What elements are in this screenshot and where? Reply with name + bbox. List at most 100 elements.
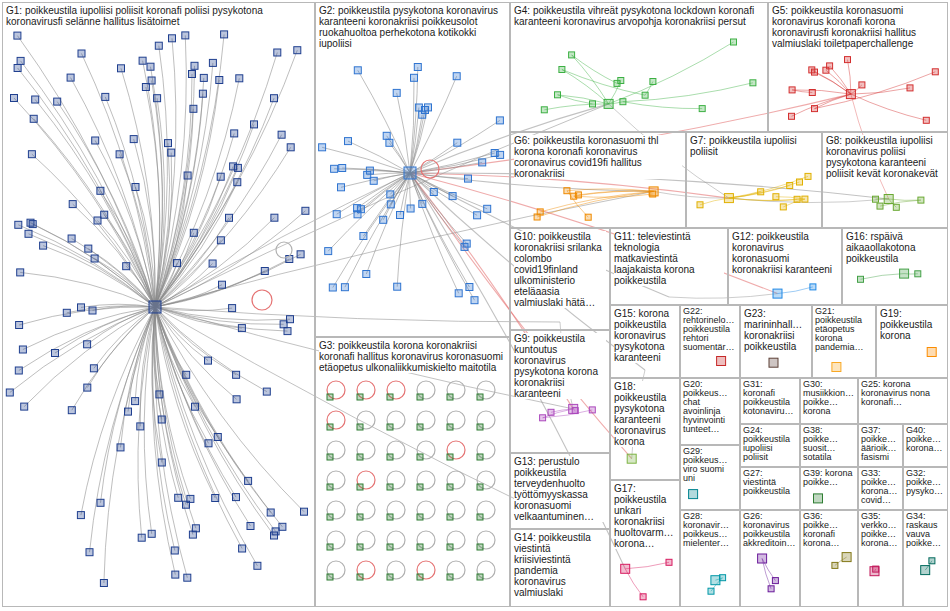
vertex	[25, 230, 32, 237]
vertex	[338, 184, 345, 191]
tie-line	[544, 104, 608, 110]
vertex	[139, 57, 146, 64]
vertex	[92, 137, 99, 144]
self-loop	[417, 411, 435, 429]
vertex	[893, 204, 899, 210]
vertex	[447, 394, 453, 400]
vertex	[233, 371, 240, 378]
vertex	[430, 189, 437, 196]
self-loop	[387, 531, 405, 549]
tie-line	[155, 307, 257, 566]
vertex	[172, 571, 179, 578]
vertex	[387, 574, 393, 580]
self-loop	[387, 561, 405, 579]
vertex	[233, 494, 240, 501]
tie-line	[155, 307, 251, 526]
group-label: G37: poikke… äärioik… fasismi	[861, 426, 900, 462]
vertex	[21, 403, 28, 410]
cross-link	[654, 191, 729, 198]
vertex	[280, 321, 287, 328]
vertex	[415, 104, 422, 111]
vertex	[77, 512, 84, 519]
vertex	[357, 424, 363, 430]
vertex	[261, 268, 268, 275]
vertex	[589, 407, 595, 413]
tie-line	[778, 287, 813, 294]
vertex	[387, 544, 393, 550]
vertex	[758, 554, 767, 563]
vertex	[142, 84, 149, 91]
vertex	[717, 357, 726, 366]
vertex	[650, 79, 656, 85]
tie-line	[155, 264, 213, 308]
group-box: G16: rspäivä aikaaollakotona poikkeustil…	[842, 228, 948, 305]
vertex	[271, 214, 278, 221]
vertex	[453, 73, 460, 80]
tie-line	[155, 307, 271, 513]
vertex	[927, 348, 936, 357]
tie-line	[572, 55, 617, 84]
vertex	[812, 69, 818, 75]
tie-line	[572, 55, 609, 104]
vertex	[14, 32, 21, 39]
group-box: G7: poikkeustila iupoliisi poliisit	[686, 132, 822, 228]
vertex	[219, 281, 226, 288]
vertex	[417, 484, 423, 490]
tie-line	[155, 307, 290, 320]
group-label: G34: raskaus vauva poikke…	[906, 512, 945, 548]
group-label: G6: poikkeustila koronasuomi thl korona …	[514, 135, 682, 179]
vertex	[884, 195, 893, 204]
vertex	[327, 514, 333, 520]
vertex	[27, 219, 34, 226]
tie-line	[43, 246, 155, 307]
group-label: G40: poikke… korona…	[906, 426, 945, 453]
tie-line	[155, 307, 288, 331]
vertex	[116, 151, 123, 158]
vertex	[454, 139, 461, 146]
vertex	[812, 106, 818, 112]
group-label: G31: koronafi poikkeustila kotonaviru…	[743, 380, 797, 416]
vertex	[699, 106, 705, 112]
tie-line	[32, 154, 155, 307]
group-box: G22: rehtorinelo… poikkeustila rehtori s…	[680, 305, 740, 378]
vertex	[387, 394, 393, 400]
tie-line	[155, 46, 167, 307]
vertex	[137, 423, 144, 430]
vertex	[117, 444, 124, 451]
vertex	[169, 35, 176, 42]
tie-line	[29, 234, 156, 307]
vertex	[447, 454, 453, 460]
group-box: G37: poikke… äärioik… fasismi	[858, 424, 903, 467]
vertex	[569, 52, 575, 58]
vertex	[832, 363, 841, 372]
vertex	[414, 64, 421, 71]
group-label: G11: televiestintä teknologia matkaviest…	[614, 231, 724, 286]
tie-line	[155, 53, 277, 308]
tie-line	[17, 36, 155, 307]
vertex	[932, 69, 938, 75]
group-box: G36: poikke… koronafi korona…	[800, 510, 858, 607]
tie-line	[90, 307, 156, 552]
vertex	[11, 95, 18, 102]
vertex	[68, 407, 75, 414]
vertex	[708, 588, 714, 594]
vertex	[327, 424, 333, 430]
group-label: G35: verkko… poikke… korona…	[861, 512, 900, 548]
group-label: G12: poikkeustila koronavirus koronasuom…	[732, 231, 838, 275]
vertex	[325, 248, 332, 255]
vertex	[417, 394, 423, 400]
vertex	[449, 193, 456, 200]
tie-line	[155, 78, 239, 307]
vertex	[184, 574, 191, 581]
self-loop	[327, 381, 345, 399]
tie-line	[410, 143, 457, 173]
group-box: G33: poikke… korona… covid…	[858, 467, 903, 510]
self-loop	[417, 531, 435, 549]
vertex	[94, 217, 101, 224]
group-box: G25: korona koronavirus nona koronafi…	[858, 378, 948, 424]
group-label: G25: korona koronavirus nona koronafi…	[861, 380, 945, 407]
group-box: G8: poikkeustila iupoliisi koronavirus p…	[822, 132, 948, 228]
tie-line	[333, 173, 410, 288]
vertex	[184, 172, 191, 179]
vertex	[254, 562, 261, 569]
